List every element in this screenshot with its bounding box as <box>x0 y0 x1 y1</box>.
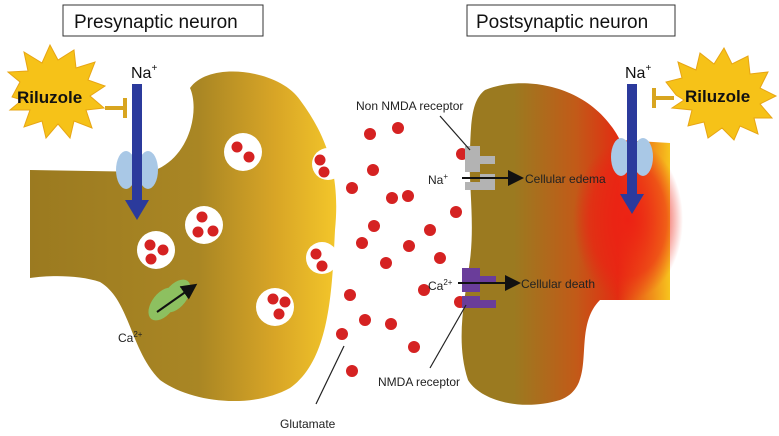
presynaptic-title-box: Presynaptic neuron <box>62 4 264 37</box>
na-label-right: Na+ <box>625 63 651 82</box>
blocker-left <box>105 98 127 118</box>
ca-influx-arrow-left <box>156 283 198 313</box>
vesicle-fusing <box>306 242 338 274</box>
riluzole-label-left: Riluzole <box>17 88 82 107</box>
riluzole-label-right: Riluzole <box>685 87 750 106</box>
cellular-death-label: Cellular death <box>521 277 595 291</box>
nmda-label: NMDA receptor <box>378 375 460 389</box>
na-influx-arrow-left <box>125 84 149 220</box>
vesicle <box>256 288 294 326</box>
blocker-right <box>652 88 674 108</box>
ca-label-left: Ca2+ <box>118 330 143 345</box>
starburst-icon <box>6 43 107 140</box>
na-label-post: Na+ <box>428 172 448 187</box>
cellular-edema-label: Cellular edema <box>525 172 606 186</box>
sodium-channel-icon <box>116 151 158 189</box>
vesicle <box>137 231 175 269</box>
lesion-hotspot <box>573 140 683 300</box>
vesicle <box>185 206 223 244</box>
postsynaptic-title-box: Postsynaptic neuron <box>466 4 676 37</box>
vesicles <box>137 133 344 326</box>
presynaptic-title: Presynaptic neuron <box>74 12 238 33</box>
nmda-receptor <box>462 268 496 308</box>
glutamate-label: Glutamate <box>280 417 336 431</box>
nmda-pointer <box>429 304 467 369</box>
glutamate-molecules <box>336 122 468 377</box>
sodium-channel-icon-right <box>611 138 653 176</box>
non-nmda-pointer <box>439 115 471 151</box>
vesicle <box>224 133 262 171</box>
vesicle-fusing <box>312 148 344 180</box>
glutamate-pointer <box>315 345 345 405</box>
non-nmda-label: Non NMDA receptor <box>356 99 463 113</box>
na-label-left: Na+ <box>131 63 157 82</box>
ca-label-post: Ca2+ <box>428 278 453 293</box>
postsynaptic-title: Postsynaptic neuron <box>476 12 648 33</box>
starburst-icon-right <box>665 46 778 141</box>
na-influx-arrow-right <box>620 84 644 214</box>
